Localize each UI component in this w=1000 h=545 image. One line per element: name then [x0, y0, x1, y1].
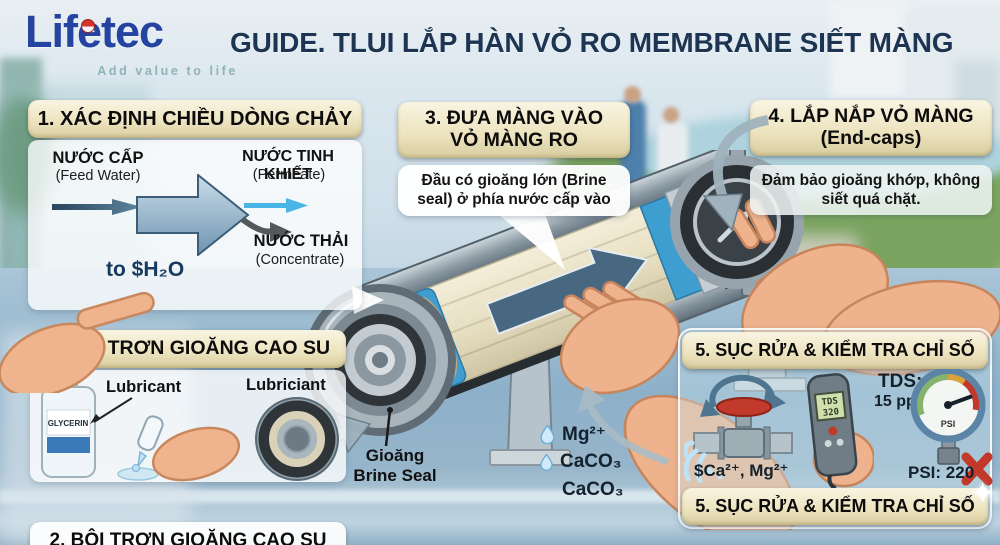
lubricant-label: Lubricant	[106, 378, 182, 396]
ion-caco3-2: CaCO₃	[562, 479, 624, 500]
permeate-sub: (Permeate)	[252, 167, 326, 183]
page-title: GUIDE. TLUI LẮP HÀN VỎ RO MEMBRANE SIẾT …	[230, 27, 954, 58]
step5-body: $Ca²⁺, Mg²⁺ TDS 320 TDS: 15 ppm	[682, 369, 993, 488]
step3-panel: 3. ĐƯA MÀNG VÀO VỎ MÀNG RO Đầu có gioăng…	[398, 102, 630, 217]
step3-header: 3. ĐƯA MÀNG VÀO VỎ MÀNG RO	[398, 102, 630, 158]
psi-value: PSI: 220	[908, 463, 975, 482]
brine-seal-line1: Gioăng	[365, 446, 425, 465]
droplet-icon	[540, 424, 555, 444]
brand-name: Lifetec	[25, 6, 164, 57]
glycerin-bottle-icon: GLYCERIN	[41, 374, 96, 478]
flow-direction-arrow	[485, 246, 649, 336]
sparkle-icon: ✦	[969, 475, 996, 511]
step2-body: GLYCERIN Lubricant Lubriciant	[30, 370, 346, 482]
person-lab-coat	[657, 122, 688, 254]
ion-caco3: CaCO₃	[560, 451, 622, 472]
feed-water-label: NƯỚC CẤP	[52, 149, 144, 167]
brine-seal-line2: Brine Seal	[353, 466, 437, 486]
permeate-arrow-icon	[244, 198, 308, 213]
glycerin-text: GLYCERIN	[48, 419, 89, 428]
step4-panel: 4. LẮP NẮP VỎ MÀNG (End-caps) Đảm bảo gi…	[702, 100, 992, 232]
tds-meter-icon: TDS 320	[807, 373, 874, 488]
brand-tagline: Add value to life	[97, 64, 238, 78]
step1-body: NƯỚC CẤP (Feed Water) NƯỚC TINH KHIẾT (P…	[28, 140, 362, 310]
step3-bubble-tail	[498, 214, 565, 270]
brine-seal-pointer-line	[384, 407, 393, 447]
lifetec-logo: Lifetec Add value to life	[25, 6, 235, 84]
ca-mg-label: $Ca²⁺, Mg²⁺	[694, 461, 789, 480]
step4-header-line1: 4. LẮP NẮP VỎ MÀNG	[768, 105, 974, 127]
person-head	[663, 107, 679, 123]
step3-note: Đầu có gioăng lớn (Brine seal) ở phía nư…	[398, 164, 630, 217]
concentrate-sub: (Concentrate)	[255, 252, 345, 268]
step1-header: 1. XÁC ĐỊNH CHIỀU DÒNG CHẢY	[28, 100, 362, 138]
feed-water-sub: (Feed Water)	[55, 168, 141, 184]
step2-header: 2. BÔI TRƠN GIOĂNG CAO SU	[30, 330, 346, 368]
brine-seal-label: Gioăng Brine Seal	[340, 446, 450, 486]
ion-mg: Mg²⁺	[562, 423, 606, 445]
step2-panel: 2. BÔI TRƠN GIOĂNG CAO SU GLYCERIN Lubri…	[30, 330, 346, 545]
step5-header: 5. SỤC RỬA & KIỂM TRA CHỈ SỐ	[682, 332, 988, 369]
h2o-label: to $H₂O	[106, 258, 185, 281]
step1-panel: 1. XÁC ĐỊNH CHIỀU DÒNG CHẢY NƯỚC CẤP (Fe…	[28, 100, 362, 310]
meter-display-line1: TDS	[821, 396, 838, 408]
brand-dot-icon	[81, 19, 95, 33]
lubriciant-label: Lubriciant	[246, 376, 326, 394]
concentrate-arrow-icon	[240, 216, 292, 242]
scale-ions-labels: Mg²⁺ CaCO₃ CaCO₃	[540, 420, 624, 504]
step4-note: Đảm bảo gioăng khớp, không siết quá chặt…	[750, 164, 992, 216]
feed-arrow-icon	[52, 199, 142, 215]
step5-footer-text: 5. SỤC RỬA & KIỂM TRA CHỈ SỐ	[695, 496, 975, 517]
step5-footer: 5. SỤC RỬA & KIỂM TRA CHỈ SỐ ✦	[682, 475, 996, 525]
person-head	[624, 86, 641, 103]
gauge-unit-label: PSI	[941, 419, 956, 429]
step2-footer: 2. BÔI TRƠN GIOĂNG CAO SU	[30, 522, 346, 545]
main-flow-arrow-icon	[136, 174, 250, 256]
dropper-hand-icon	[117, 415, 241, 482]
step4-curved-arrow	[702, 115, 770, 232]
step4-header-line2: (End-caps)	[820, 126, 922, 149]
step3-header-line2: VỎ MÀNG RO	[450, 128, 578, 151]
membrane-spoke-wheel	[404, 296, 458, 382]
droplet-icon	[540, 453, 553, 471]
meter-display-line2: 320	[822, 407, 839, 419]
step3-header-line1: 3. ĐƯA MÀNG VÀO	[425, 107, 603, 129]
step4-header: 4. LẮP NẮP VỎ MÀNG (End-caps)	[750, 100, 992, 156]
step5-panel: 5. SỤC RỬA & KIỂM TRA CHỈ SỐ $Ca²⁺, Mg²⁺	[678, 328, 996, 529]
oring-closeup-icon	[255, 397, 339, 481]
concentrate-label: NƯỚC THẢI	[253, 232, 349, 250]
permeate-label: NƯỚC TINH KHIẾT	[242, 148, 334, 183]
walkway-blur	[548, 235, 858, 297]
